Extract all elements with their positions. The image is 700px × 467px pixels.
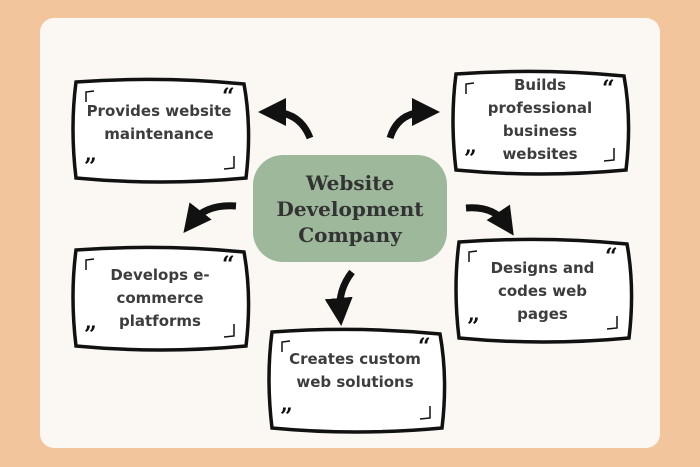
- center-node: Website Development Company: [253, 155, 447, 262]
- node-maintenance: Provides website maintenance: [86, 102, 232, 143]
- arrow-to-custom: [324, 269, 355, 326]
- center-line-1: Website: [305, 170, 395, 195]
- arrow-to-business: [386, 98, 440, 140]
- arrow-to-designs: [465, 204, 514, 236]
- center-line-3: Company: [298, 222, 402, 247]
- arrow-to-maintenance: [258, 98, 314, 140]
- node-ecommerce: Develops e-commerce platforms: [110, 265, 210, 330]
- node-custom: Creates custom web solutions: [289, 350, 421, 391]
- center-line-2: Development: [276, 196, 424, 221]
- node-designs: Designs and codes web pages: [490, 258, 595, 323]
- node-business: Builds professional business websites: [487, 76, 593, 163]
- arrow-to-ecommerce: [183, 202, 237, 234]
